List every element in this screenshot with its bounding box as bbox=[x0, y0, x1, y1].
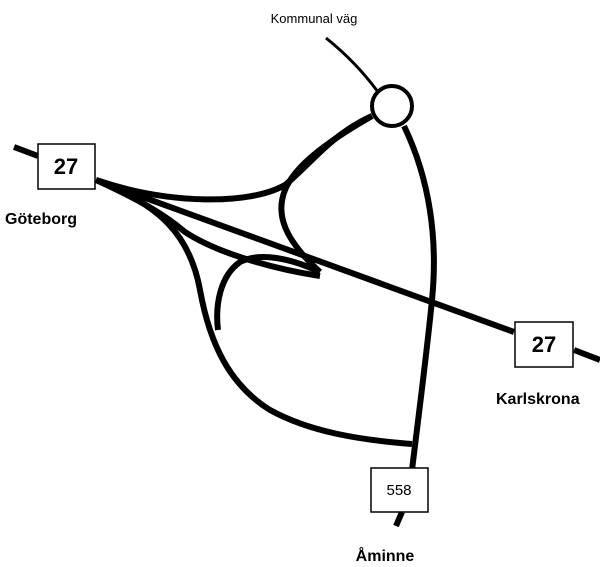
route-558-box bbox=[370, 467, 429, 513]
road-558-south-stub bbox=[393, 510, 405, 528]
local-road-line bbox=[325, 36, 380, 93]
roundabout-circle bbox=[370, 84, 414, 128]
route-27-west-number: 27 bbox=[54, 154, 78, 179]
label-aminne: Åminne bbox=[356, 546, 415, 565]
road-558-line bbox=[401, 124, 437, 471]
route-27-east-box bbox=[514, 321, 574, 368]
label-goteborg: Göteborg bbox=[5, 211, 77, 228]
route-27-west-sign: 27 bbox=[37, 143, 96, 190]
label-karlskrona: Karlskrona bbox=[496, 391, 580, 408]
label-kommunal-vag: Kommunal väg bbox=[271, 11, 358, 26]
route-558-sign: 558 bbox=[370, 467, 429, 513]
highway-27-line bbox=[12, 144, 40, 159]
ramp-north-upper bbox=[95, 113, 374, 203]
route-558-number: 558 bbox=[386, 482, 411, 499]
loop-north bbox=[278, 113, 374, 275]
loop-south bbox=[214, 254, 322, 331]
highway-27-east-line bbox=[572, 347, 600, 363]
route-27-east-number: 27 bbox=[532, 332, 556, 357]
ramp-south-outer bbox=[94, 177, 413, 447]
route-27-east-sign: 27 bbox=[514, 321, 574, 368]
route-27-west-box bbox=[37, 143, 96, 190]
